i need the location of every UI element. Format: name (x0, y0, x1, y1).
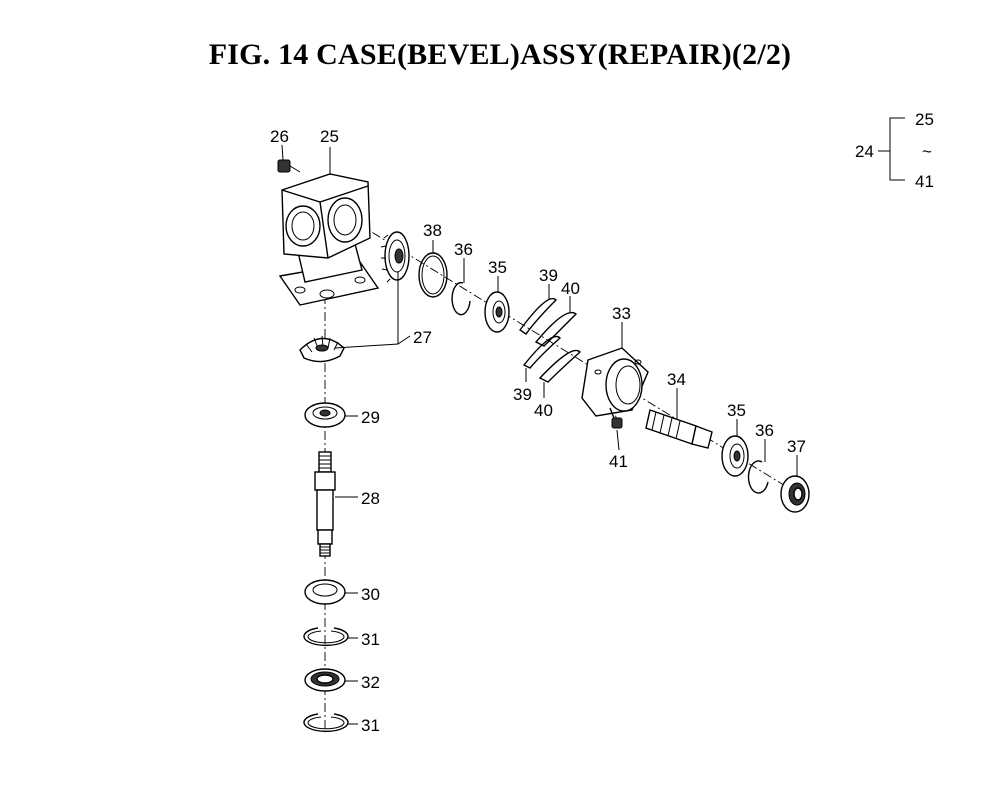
figure-title: FIG. 14 CASE(BEVEL)ASSY(REPAIR)(2/2) (208, 38, 792, 71)
part-27-bevel-gear-horizontal (380, 231, 410, 283)
label-part-40-upper: 40 (561, 279, 580, 298)
label-part-31-upper: 31 (361, 630, 380, 649)
part-39-shim-upper (519, 298, 557, 335)
part-28-vertical-shaft (314, 451, 336, 557)
part-35-bearing-a (484, 291, 510, 333)
range-last-part: 41 (915, 172, 934, 191)
label-part-35-a: 35 (488, 258, 507, 277)
part-35-bearing-b (721, 435, 749, 477)
leader-lines (281, 144, 798, 725)
part-39-shim-lower (522, 335, 562, 369)
part-40-shim-lower (538, 349, 582, 383)
label-part-28: 28 (361, 489, 380, 508)
label-part-40-lower: 40 (534, 401, 553, 420)
label-part-32: 32 (361, 673, 380, 692)
range-symbol: ~ (922, 142, 932, 161)
label-part-41: 41 (609, 452, 628, 471)
part-40-shim-upper (534, 311, 578, 347)
part-36-snap-ring-b (747, 460, 769, 494)
label-part-36-a: 36 (454, 240, 473, 259)
part-26-plug (277, 159, 301, 173)
part-25-bevel-case (278, 173, 380, 306)
assembly-range-bracket: 24 25 ~ 41 (855, 110, 934, 191)
part-29-bearing (304, 402, 346, 428)
label-part-31-lower: 31 (361, 716, 380, 735)
label-part-33: 33 (612, 304, 631, 323)
label-part-37: 37 (787, 437, 806, 456)
label-part-29: 29 (361, 408, 380, 427)
part-37-oil-seal (780, 475, 810, 513)
part-38-o-ring (418, 252, 448, 298)
label-part-39-upper: 39 (539, 266, 558, 285)
label-part-39-lower: 39 (513, 385, 532, 404)
part-41-bolt (609, 407, 623, 429)
assembly-number: 24 (855, 142, 874, 161)
label-part-27: 27 (413, 328, 432, 347)
main-axis-line (299, 187, 801, 496)
part-31-snap-ring-upper (303, 627, 349, 647)
label-part-36-b: 36 (755, 421, 774, 440)
part-31-snap-ring-lower (303, 713, 349, 733)
label-part-34: 34 (667, 370, 686, 389)
range-first-part: 25 (915, 110, 934, 129)
part-32-oil-seal (304, 668, 346, 692)
part-34-horizontal-shaft (645, 409, 713, 449)
label-part-38: 38 (423, 221, 442, 240)
label-part-35-b: 35 (727, 401, 746, 420)
part-27-bevel-gear-vertical (299, 335, 345, 363)
label-part-30: 30 (361, 585, 380, 604)
label-part-25: 25 (320, 127, 339, 146)
label-part-26: 26 (270, 127, 289, 146)
part-33-side-housing (581, 347, 649, 417)
part-30-bearing (304, 579, 346, 605)
part-36-snap-ring-a (451, 281, 471, 316)
